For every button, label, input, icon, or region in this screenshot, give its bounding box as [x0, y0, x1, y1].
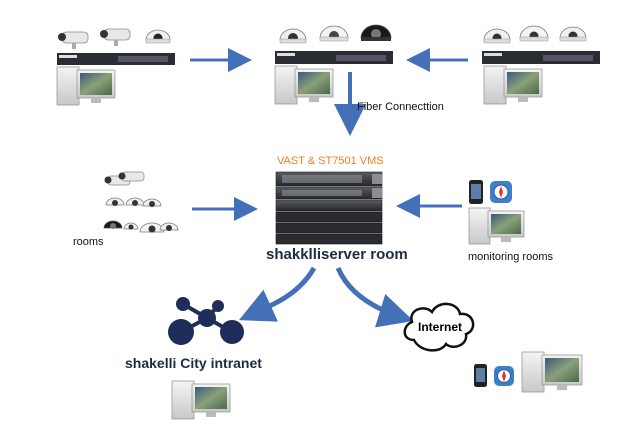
network-switch-icon: [275, 51, 393, 64]
server-room-label: shakklliserver room: [266, 246, 408, 263]
network-switch-icon: [57, 53, 175, 65]
camera-bullet-icon: [58, 28, 131, 49]
monitoring-rooms-label: monitoring rooms: [468, 251, 553, 263]
camera-dome-icon: [145, 29, 171, 44]
vms-label: VAST & ST7501 VMS: [277, 155, 384, 167]
monitor-icon: [468, 207, 525, 245]
arrow-server-to-internet: [335, 266, 414, 328]
camera-cluster-icon: [103, 171, 179, 233]
rooms-label: rooms: [73, 236, 104, 248]
internet-cloud-icon: [403, 302, 475, 352]
safari-app-icon: [494, 366, 514, 386]
arrow-server-to-intranet: [238, 266, 317, 322]
internet-label: Internet: [418, 320, 463, 334]
camera-dome-icon: [279, 24, 392, 44]
intranet-label: shakelli City intranet: [125, 355, 262, 371]
network-switch-icon: [482, 51, 600, 64]
intranet-network-icon: [168, 297, 244, 345]
phone-icon: [474, 364, 487, 387]
monitor-icon: [483, 65, 543, 105]
monitor-icon: [274, 65, 334, 105]
camera-dome-icon: [483, 25, 587, 44]
phone-icon: [469, 180, 483, 204]
server-rack-icon: [275, 171, 383, 245]
monitor-icon: [171, 380, 231, 420]
monitor-icon: [521, 351, 583, 393]
safari-app-icon: [490, 181, 512, 203]
fiber-connection-label: Fiber Connecttion: [357, 101, 444, 113]
monitor-icon: [56, 66, 116, 106]
